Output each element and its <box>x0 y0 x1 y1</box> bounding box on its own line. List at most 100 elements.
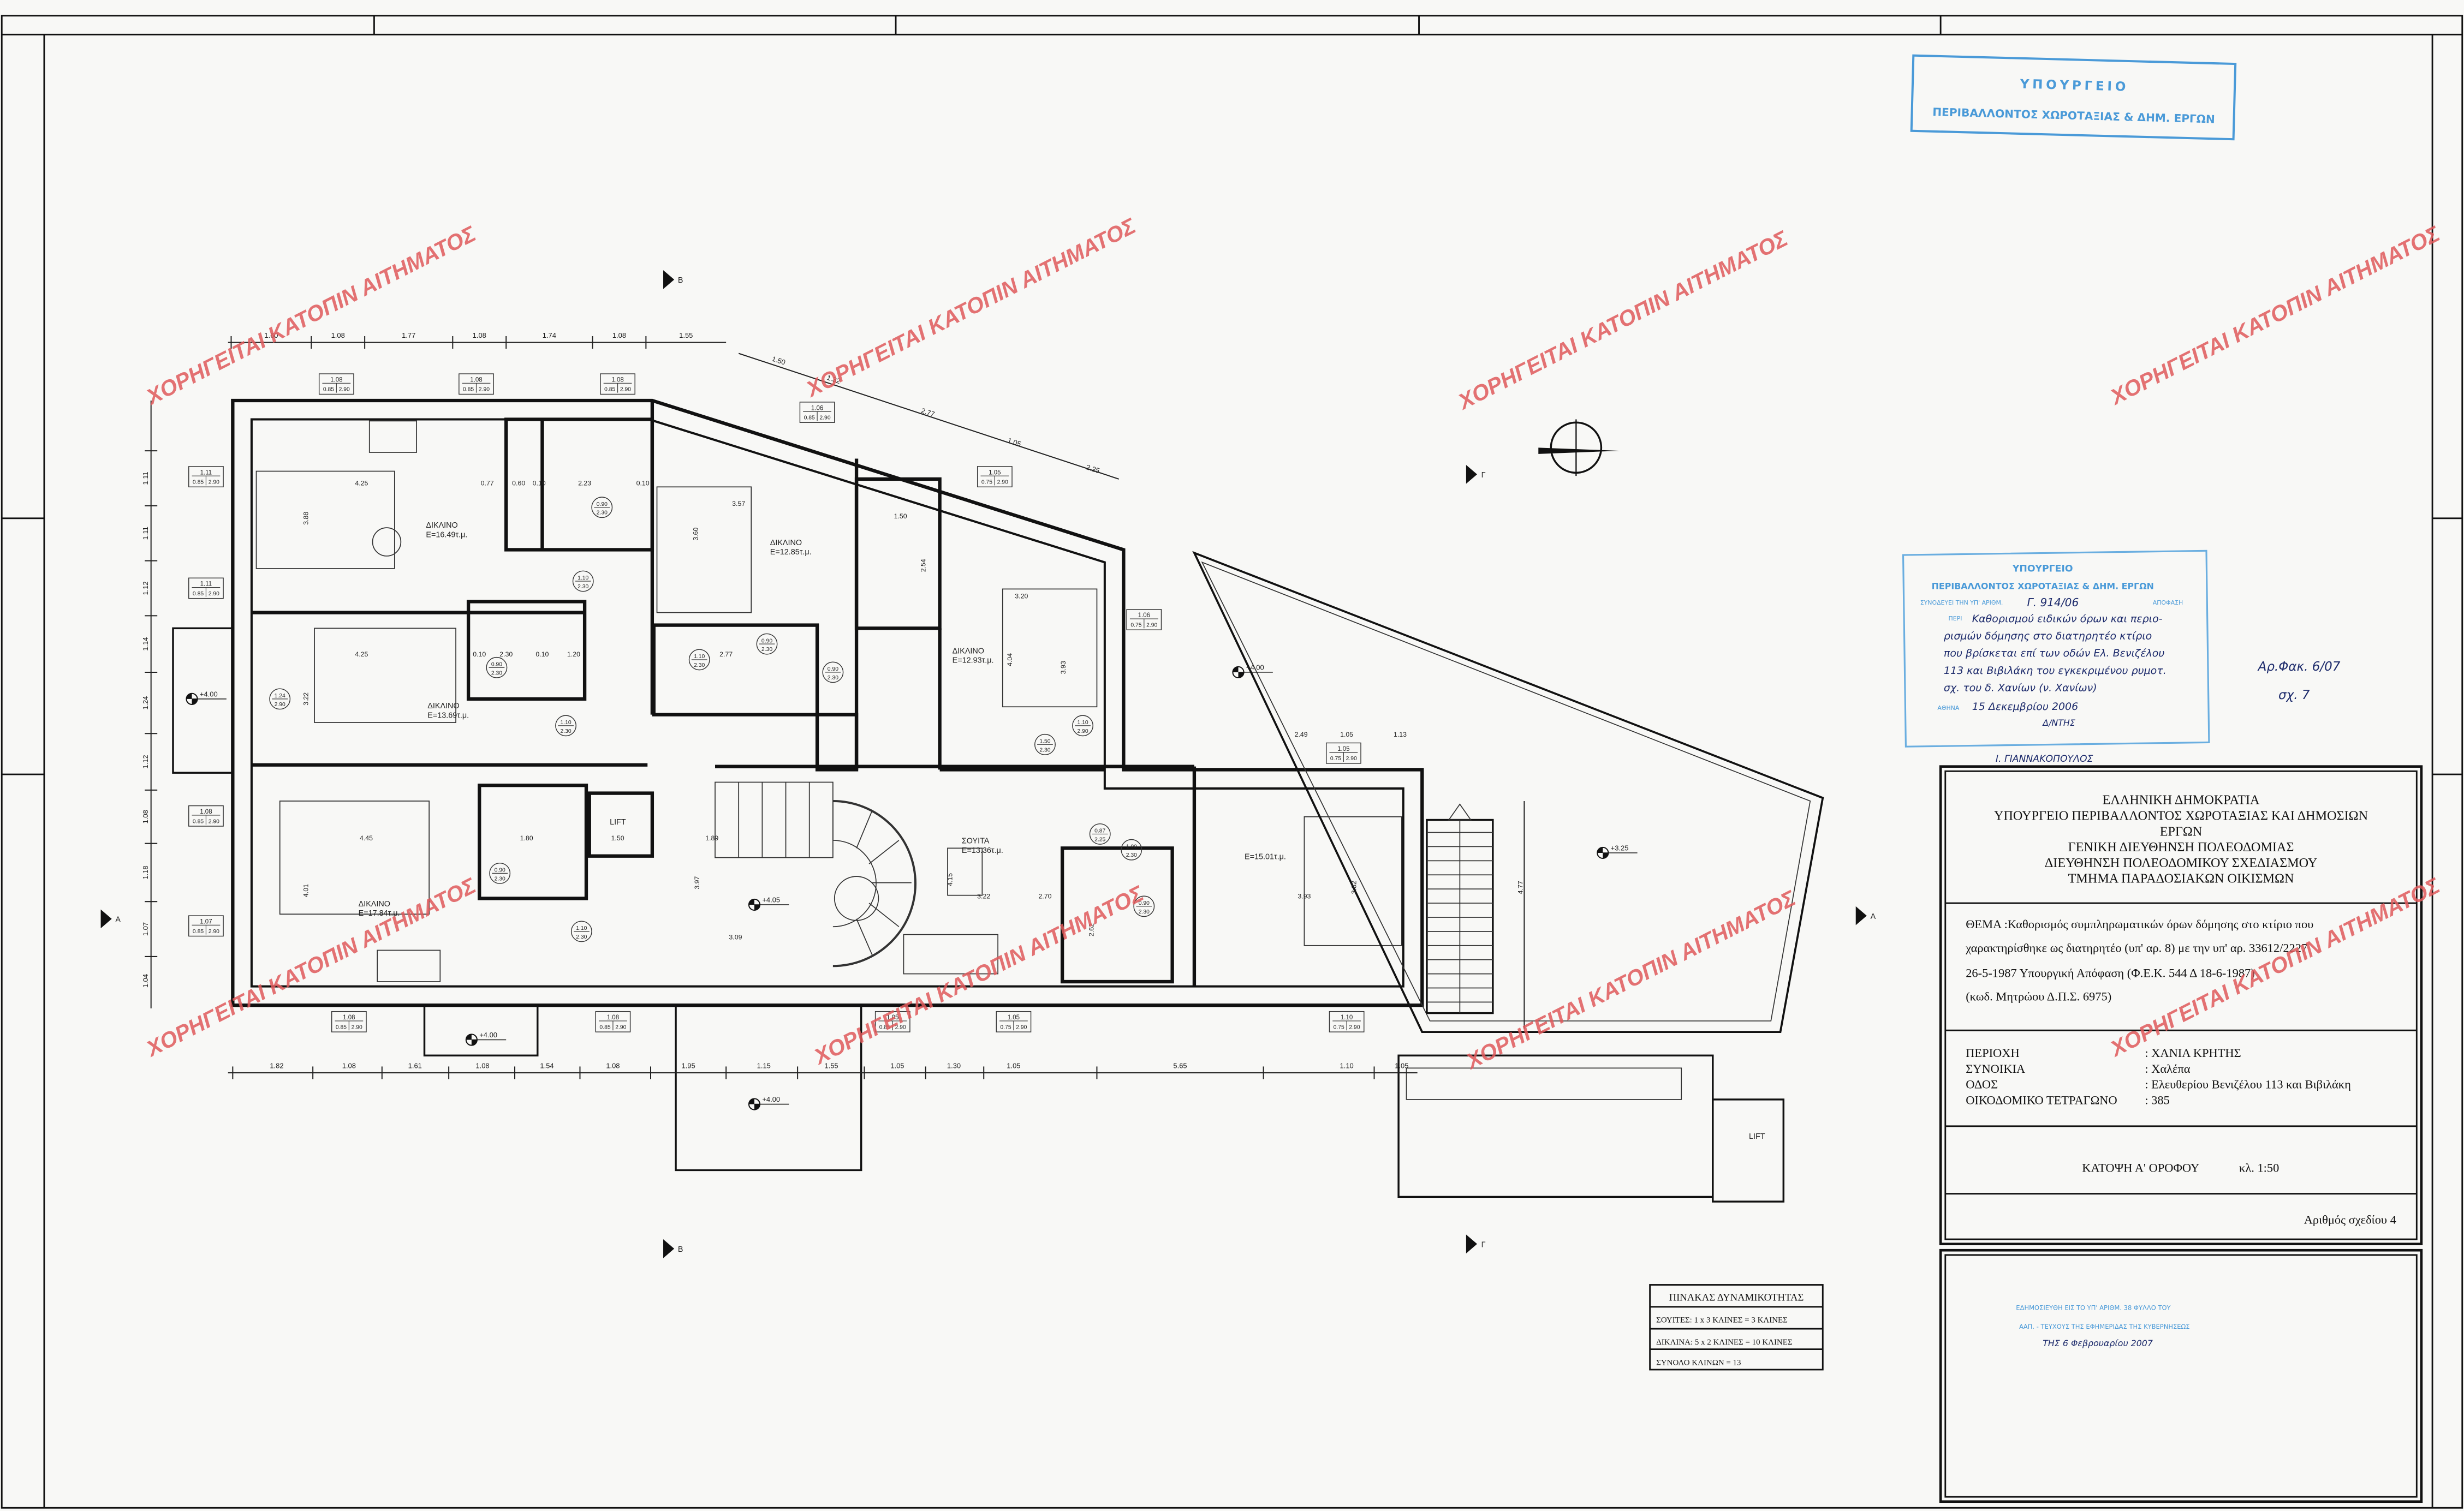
dimension-interior: 0.10 <box>636 479 650 487</box>
window-head: 2.90 <box>352 1024 362 1030</box>
window-width: 1.06 <box>1138 612 1150 619</box>
dimension-interior: 3.22 <box>977 892 990 900</box>
svg-text:ΥΠΟΥΡΓΕΙΟ: ΥΠΟΥΡΓΕΙΟ <box>2012 564 2073 575</box>
dimension-top: 1.74 <box>543 331 556 339</box>
dimension-interior: 0.77 <box>481 479 494 487</box>
door-height: 2.30 <box>694 662 705 668</box>
door-width: 1.10 <box>694 654 705 660</box>
dimension-interior: 1.20 <box>567 650 580 658</box>
svg-text:ΠΕΡΙΒΑΛΛΟΝΤΟΣ ΧΩΡΟΤΑΞΙΑΣ & ΔΗΜ: ΠΕΡΙΒΑΛΛΟΝΤΟΣ ΧΩΡΟΤΑΞΙΑΣ & ΔΗΜ. ΕΡΓΩΝ <box>1932 105 2215 126</box>
dimension-interior: 1.50 <box>894 512 907 520</box>
dimension-left: 1.04 <box>141 974 150 988</box>
window-sill: 0.85 <box>193 929 204 935</box>
window-head: 2.90 <box>1016 1024 1027 1030</box>
subject-line: 26-5-1987 Υπουργική Απόφαση (Φ.Ε.Κ. 544 … <box>1966 966 2255 980</box>
room-name: ΔΙΚΛΙΝΟ <box>426 521 457 530</box>
location-label: ΣΥΝΟΙΚΙΑ <box>1966 1062 2026 1076</box>
dimension-interior: 1.13 <box>1394 731 1407 738</box>
room-area: E=12.85τ.μ. <box>770 548 812 557</box>
door-width: 1.10 <box>578 575 588 581</box>
lift-label: LIFT <box>610 818 626 827</box>
door-width: 0.87 <box>1094 828 1105 834</box>
svg-text:ΠΕΡΙΒΑΛΛΟΝΤΟΣ ΧΩΡΟΤΑΞΙΑΣ & ΔΗΜ: ΠΕΡΙΒΑΛΛΟΝΤΟΣ ΧΩΡΟΤΑΞΙΑΣ & ΔΗΜ. ΕΡΓΩΝ <box>1932 581 2154 591</box>
dimension-interior: 4.25 <box>355 650 368 658</box>
section-marker-label: Γ <box>1481 471 1486 480</box>
window-head: 2.90 <box>209 929 219 935</box>
door-width: 1.50 <box>1039 738 1050 744</box>
window-sill: 0.85 <box>336 1024 347 1030</box>
room-area: E=15.01τ.μ. <box>1245 852 1286 861</box>
window-sill: 0.85 <box>879 1024 890 1030</box>
window-head: 2.90 <box>209 819 219 825</box>
window-sill: 0.85 <box>193 591 204 597</box>
door-height: 2.30 <box>1039 747 1050 753</box>
subject-line: ΘΕΜΑ :Καθορισμός συμπληρωματικών όρων δό… <box>1966 917 2313 931</box>
approval-stamp: ΥΠΟΥΡΓΕΙΟ ΠΕΡΙΒΑΛΛΟΝΤΟΣ ΧΩΡΟΤΑΞΙΑΣ & ΔΗΜ… <box>1902 550 2210 765</box>
section-marker-icon: Γ <box>1466 1234 1486 1253</box>
door-width: 1.10 <box>576 925 587 931</box>
section-marker-label: B <box>678 276 683 285</box>
window-head: 2.90 <box>620 387 631 393</box>
window-width: 1.10 <box>1341 1014 1353 1021</box>
dimension-interior: 4.45 <box>360 834 373 842</box>
window-head: 2.90 <box>1349 1024 1360 1030</box>
door-height: 2.30 <box>1139 909 1150 915</box>
capacity-row: ΣΥΝΟΛΟ ΚΛΙΝΩΝ = 13 <box>1656 1358 1741 1367</box>
window-sill: 0.75 <box>1334 1024 1344 1030</box>
dimension-top: 1.55 <box>679 331 693 339</box>
door-tag: 1.50 2.30 <box>1034 733 1056 755</box>
terrace <box>1192 551 1824 1203</box>
window-width: 1.05 <box>1337 746 1349 752</box>
dimension-interior: 2.70 <box>1038 892 1051 900</box>
dimension-interior: 2.30 <box>499 650 513 658</box>
dimension-interior: 3.20 <box>1015 593 1028 600</box>
door-height: 2.30 <box>560 728 571 734</box>
door-height: 2.30 <box>491 670 502 676</box>
location-value: : Χαλέπα <box>2145 1062 2190 1076</box>
window-sill: 0.85 <box>604 387 615 393</box>
dimension-interior: 3.93 <box>1060 661 1067 674</box>
door-width: 0.90 <box>828 666 838 672</box>
svg-text:ΑΑΠ. - ΤΕΥΧΟΥΣ ΤΗΣ ΕΦΗΜΕΡΙΔΑΣ: ΑΑΠ. - ΤΕΥΧΟΥΣ ΤΗΣ ΕΦΗΜΕΡΙΔΑΣ ΤΗΣ ΚΥΒΕΡΝ… <box>2019 1323 2190 1330</box>
dimension-interior: 3.60 <box>692 527 699 540</box>
dimension-interior: 4.15 <box>947 873 954 886</box>
door-width: 0.90 <box>597 501 608 507</box>
window-sill: 0.85 <box>463 387 474 393</box>
dimension-left: 1.12 <box>141 581 150 595</box>
svg-text:113 και Βιβιλάκη του εγκεκριμέ: 113 και Βιβιλάκη του εγκεκριμένου ρυμοτ. <box>1944 665 2167 677</box>
dimension-bottom: 1.05 <box>1007 1061 1020 1070</box>
drawing-title: ΚΑΤΟΨΗ Α' ΟΡΟΦΟΥ <box>2082 1161 2199 1174</box>
dimension-left: 1.08 <box>141 810 150 823</box>
location-value: : 385 <box>2145 1094 2170 1107</box>
capacity-table: ΠΙΝΑΚΑΣ ΔΥΝΑΜΙΚΟΤΗΤΑΣ ΣΟΥΙΤΕΣ: 1 x 3 ΚΛΙ… <box>1649 1284 1824 1371</box>
window-sill: 0.85 <box>193 480 204 486</box>
window-sill: 0.75 <box>1130 622 1141 628</box>
dimension-bottom: 1.82 <box>270 1061 283 1070</box>
level-mark-icon: +4.00 <box>1232 664 1273 679</box>
door-tag: 0.902.30 <box>1133 895 1155 917</box>
location-value: : Ελευθερίου Βενιζέλου 113 και Βιβιλάκη <box>2145 1078 2350 1091</box>
sheet-number: σχ. 7 <box>2278 688 2310 702</box>
door-tag: 1.102.30 <box>570 921 592 942</box>
door-width: 0.90 <box>761 638 772 644</box>
dimension-interior: 0.60 <box>512 479 525 487</box>
level-value: +4.00 <box>762 1095 780 1103</box>
dimension-bottom: 1.54 <box>540 1061 553 1070</box>
dimension-interior: 1.89 <box>705 834 718 842</box>
window-width: 1.08 <box>470 377 482 383</box>
svg-text:ΠΕΡΙ: ΠΕΡΙ <box>1949 615 1962 622</box>
dimension-interior: 4.25 <box>355 479 368 487</box>
dimension-top: 1.77 <box>402 331 415 339</box>
door-width: 1.00 <box>1126 844 1137 850</box>
svg-text:ρισμών δόμησης στο διατηρητέο: ρισμών δόμησης στο διατηρητέο κτίριο <box>1944 630 2152 642</box>
window-width: 1.08 <box>611 377 623 383</box>
room-area: E=12.93τ.μ. <box>953 656 994 665</box>
svg-text:Καθορισμού ειδικών όρων και πε: Καθορισμού ειδικών όρων και περιο- <box>1972 613 2163 625</box>
